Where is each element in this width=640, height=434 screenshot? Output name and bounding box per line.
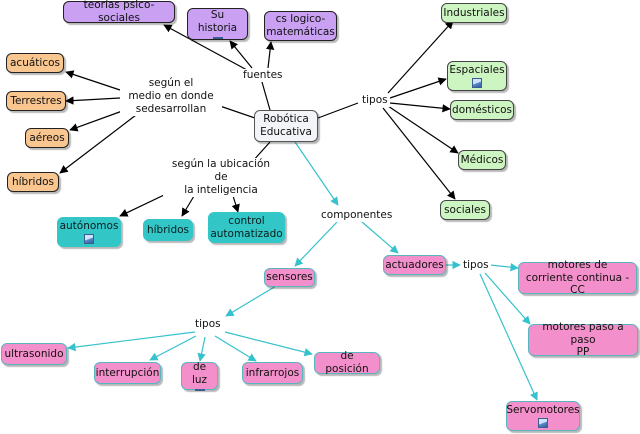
node-medicos-label: Médicos	[460, 153, 504, 166]
node-control-automatizado-label: control automatizado	[210, 214, 283, 240]
node-interrupcion-label: interrupción	[95, 366, 160, 379]
link-tipos-top: tipos	[360, 94, 390, 108]
node-servomotores[interactable]: Servomotores	[506, 401, 580, 431]
node-motores-pp-label: motores paso a paso PP	[542, 321, 624, 359]
central-node[interactable]: Robótica Educativa	[254, 110, 318, 142]
link-componentes: componentes	[319, 209, 395, 223]
node-de-posicion-label: de posición	[325, 350, 369, 375]
central-label: Robótica Educativa	[260, 113, 312, 138]
node-interrupcion[interactable]: interrupción	[94, 362, 161, 384]
node-acuaticos[interactable]: acuáticos	[6, 53, 64, 73]
node-sociales-label: sociales	[444, 203, 486, 216]
node-sociales[interactable]: sociales	[440, 200, 490, 220]
node-domesticos[interactable]: domésticos	[450, 100, 514, 120]
node-su-historia-label: Su historia	[197, 9, 238, 34]
link-tipos-sensores: tipos	[193, 318, 223, 332]
node-industriales-label: Industriales	[443, 6, 505, 19]
node-su-historia[interactable]: Su historia	[187, 8, 248, 40]
image-icon[interactable]	[212, 36, 223, 39]
link-ubicacion: según la ubicación de la inteligencia	[163, 158, 279, 198]
node-cs-logico[interactable]: cs logico- matemáticas	[264, 11, 337, 41]
node-de-posicion[interactable]: de posición	[314, 350, 380, 375]
node-terrestres[interactable]: Terrestres	[6, 91, 66, 111]
node-servomotores-label: Servomotores	[506, 403, 580, 416]
node-hibridos-ubicacion-label: híbridos	[146, 223, 190, 236]
node-espaciales-label: Espaciales	[449, 63, 505, 76]
image-icon[interactable]	[84, 234, 94, 245]
node-ultrasonido-label: ultrasonido	[4, 347, 64, 360]
node-motores-cc-label: motores de corriente continua - CC	[525, 259, 630, 297]
link-fuentes: fuentes	[241, 69, 285, 83]
node-motores-cc[interactable]: motores de corriente continua - CC	[518, 259, 637, 297]
node-sensores[interactable]: sensores	[264, 268, 315, 287]
node-hibridos-medio[interactable]: híbridos	[7, 172, 59, 192]
node-control-automatizado[interactable]: control automatizado	[208, 212, 285, 243]
node-motores-pp[interactable]: motores paso a paso PP	[528, 321, 638, 359]
node-industriales[interactable]: Industriales	[441, 3, 507, 23]
link-tipos-actuadores: tipos	[461, 259, 491, 273]
image-icon[interactable]	[538, 418, 548, 429]
node-hibridos-ubicacion[interactable]: híbridos	[143, 219, 193, 241]
node-infrarrojos-label: infrarrojos	[245, 366, 300, 379]
link-medio: según el medio en donde sedesarrollan	[120, 77, 222, 117]
node-aereos-label: aéreos	[29, 131, 65, 144]
node-domesticos-label: domésticos	[452, 103, 512, 116]
node-autonomos[interactable]: autónomos	[57, 217, 121, 247]
node-sensores-label: sensores	[266, 271, 313, 284]
node-cs-logico-label: cs logico- matemáticas	[266, 13, 335, 38]
image-icon[interactable]	[194, 388, 205, 391]
node-teorias[interactable]: teorías psico-sociales	[63, 0, 175, 24]
node-infrarrojos[interactable]: infrarrojos	[242, 362, 303, 384]
node-actuadores[interactable]: actuadores	[383, 255, 446, 275]
image-icon[interactable]	[472, 78, 482, 89]
node-actuadores-label: actuadores	[385, 258, 444, 271]
node-autonomos-label: autónomos	[59, 219, 119, 232]
node-ultrasonido[interactable]: ultrasonido	[1, 343, 67, 365]
node-teorias-label: teorías psico-sociales	[83, 0, 155, 24]
node-hibridos-medio-label: híbridos	[11, 175, 55, 188]
node-medicos[interactable]: Médicos	[458, 150, 506, 170]
node-de-luz-label: de luz	[191, 361, 208, 386]
node-terrestres-label: Terrestres	[10, 94, 62, 107]
node-espaciales[interactable]: Espaciales	[447, 61, 507, 91]
node-aereos[interactable]: aéreos	[25, 128, 69, 148]
node-acuaticos-label: acuáticos	[10, 56, 60, 69]
node-de-luz[interactable]: de luz	[181, 361, 218, 391]
